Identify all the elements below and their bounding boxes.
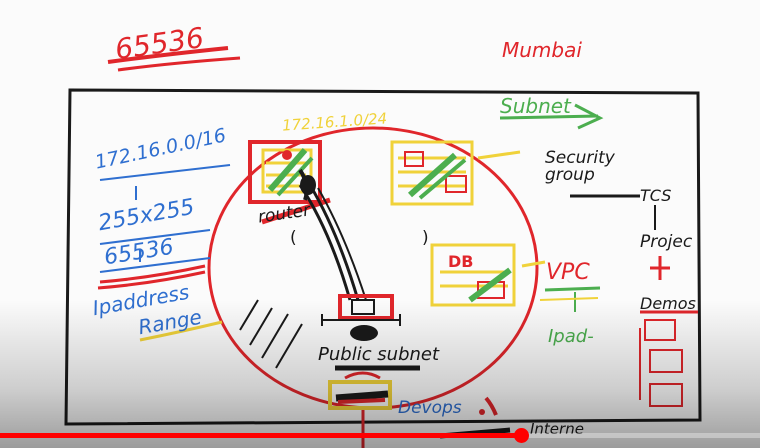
vpc-label: VPC [546,260,590,285]
demo-label: Demos [640,294,696,313]
security-group-label: Security group [545,148,615,185]
tcs-label: TCS [640,186,672,205]
gateway-box [338,294,394,320]
ipad-label: Ipad- [548,326,594,347]
region-label: Mumbai [502,38,582,62]
devops-label: Devops [398,398,462,418]
devops-box [328,380,392,410]
top-number-underline [107,46,229,64]
router-dot [300,175,316,195]
scrubber-handle[interactable] [513,428,529,443]
subnet-box-2 [390,140,474,206]
video-progress-bar[interactable] [0,428,760,443]
project-label: Projec [640,232,693,252]
video-progress-played [0,433,521,438]
router-paren: ( ) [290,228,489,248]
public-subnet-label: Public subnet [318,344,440,365]
subnet-box-1 [248,140,322,204]
subnet-label: Subnet [500,94,571,118]
bottom-label: Interne [530,420,584,438]
aws-region-box [64,88,702,426]
db-label: DB [448,252,474,271]
db-box [430,243,516,307]
